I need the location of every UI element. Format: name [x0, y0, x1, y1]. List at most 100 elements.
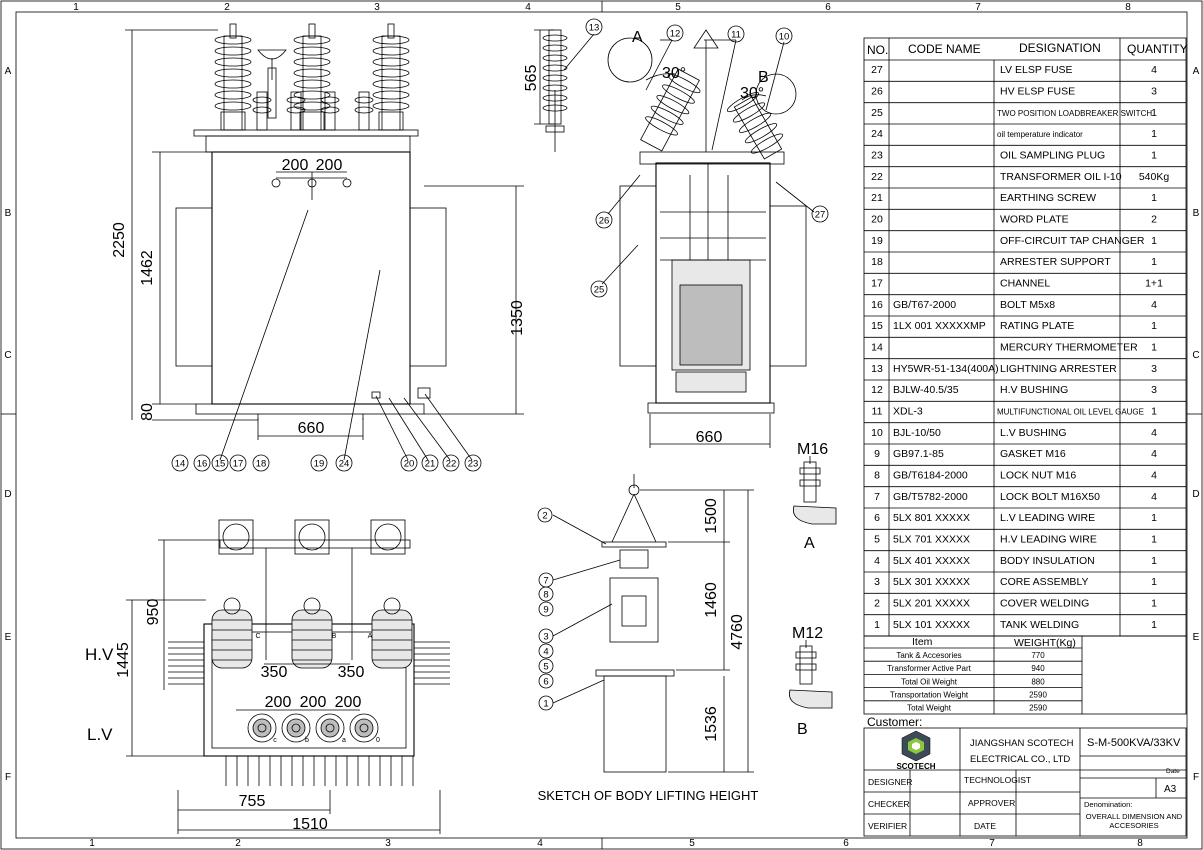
technologist-label: TECHNOLOGIST: [964, 775, 1031, 785]
bom-designation-6: L.V LEADING WIRE: [1000, 512, 1095, 524]
weight-item-2: Total Oil Weight: [901, 677, 958, 686]
dim-front-200-right: 200: [316, 157, 343, 174]
front-callout-circle-19: [310, 454, 328, 472]
side-callout-circle-25: [590, 280, 608, 298]
weight-item-0: Tank & Accesories: [896, 651, 961, 660]
front-callout-circle-24: [335, 454, 353, 472]
bom-designation-11: MULTIFUNCTIONAL OIL LEVEL GAUGE: [997, 408, 1144, 417]
lifting-caption: SKETCH OF BODY LIFTING HEIGHT: [538, 788, 759, 803]
weight-item-1: Transformer Active Part: [887, 664, 972, 673]
dim-front-660: 660: [298, 420, 325, 437]
weight-header-item: Item: [912, 636, 933, 648]
lift-callout-4: 4: [543, 647, 548, 658]
phase-mark-6: 0: [376, 737, 380, 744]
front-callout-circle-23: [464, 454, 482, 472]
grid-col-bottom-4: 4: [537, 838, 543, 849]
front-callout-circle-21: [421, 454, 439, 472]
bom-designation-16: BOLT M5x8: [1000, 299, 1055, 311]
bom-qty-17: 1+1: [1145, 278, 1163, 290]
bom-no-2: 2: [874, 598, 880, 610]
bom-qty-16: 4: [1151, 299, 1157, 311]
front-callout-circle-14: [171, 454, 189, 472]
side-callout-13: 13: [589, 23, 600, 34]
bom-designation-19: OFF-CIRCUIT TAP CHANGER: [1000, 235, 1145, 247]
bom-no-24: 24: [871, 128, 883, 140]
side-callout-circle-27: [811, 205, 829, 223]
bom-no-17: 17: [871, 278, 883, 290]
front-callout-circle-18: [252, 454, 270, 472]
bom-qty-12: 3: [1151, 384, 1157, 396]
grid-col-bottom-7: 7: [989, 838, 995, 849]
front-callout-14: 14: [175, 459, 186, 470]
bom-qty-11: 1: [1151, 406, 1157, 418]
bom-no-8: 8: [874, 470, 880, 482]
lift-callout-8: 8: [543, 590, 548, 601]
bom-qty-24: 1: [1151, 128, 1157, 140]
weight-value-0: 770: [1031, 651, 1045, 660]
bom-code-13: HY5WR-51-134(400A): [893, 363, 999, 375]
bom-designation-14: MERCURY THERMOMETER: [1000, 342, 1138, 354]
bom-no-19: 19: [871, 235, 883, 247]
grid-row-right-C: C: [1192, 350, 1199, 361]
dim-side-565: 565: [523, 65, 540, 92]
grid-row-right-F: F: [1193, 772, 1199, 783]
logo-text: SCOTECH: [896, 762, 935, 771]
dim-front-80: 80: [139, 403, 156, 421]
grid-col-top-3: 3: [374, 2, 380, 13]
grid-col-bottom-2: 2: [235, 838, 241, 849]
detail-a-size: M16: [797, 441, 828, 458]
bom-qty-4: 1: [1151, 555, 1157, 567]
grid-col-top-4: 4: [525, 2, 531, 13]
bom-no-3: 3: [874, 576, 880, 588]
bom-designation-17: CHANNEL: [1000, 278, 1050, 290]
company-line-2: ELECTRICAL CO., LTD: [970, 754, 1070, 765]
bom-designation-13: LIGHTNING ARRESTER: [1000, 363, 1117, 375]
bom-designation-4: BODY INSULATION: [1000, 555, 1095, 567]
bom-code-3: 5LX 301 XXXXX: [893, 576, 970, 588]
bom-qty-5: 1: [1151, 534, 1157, 546]
bom-qty-13: 3: [1151, 363, 1157, 375]
bom-header-code: CODE NAME: [908, 42, 981, 56]
checker-label: CHECKER: [868, 799, 910, 809]
bom-no-26: 26: [871, 86, 883, 98]
side-callout-12: 12: [670, 29, 681, 40]
dim-front-200-left: 200: [282, 157, 309, 174]
title-block: Customer: SCOTECH JIANGSHAN SCOTECH ELEC…: [863, 715, 1187, 837]
view-label-b: B: [758, 69, 769, 86]
dim-front-1350: 1350: [509, 300, 526, 336]
bom-no-1: 1: [874, 619, 880, 631]
bom-no-4: 4: [874, 555, 880, 567]
lift-callout-6: 6: [543, 677, 548, 688]
side-callout-circle-13: [585, 18, 603, 36]
grid-col-top-6: 6: [825, 2, 831, 13]
lift-callout-circle-4: [538, 643, 554, 659]
dim-lift-1536: 1536: [703, 706, 720, 742]
grid-row-left-E: E: [5, 632, 12, 643]
denomination-line-1: OVERALL DIMENSION AND: [1086, 812, 1183, 821]
front-callout-18: 18: [256, 459, 267, 470]
approver-label: APPROVER: [968, 798, 1015, 808]
bom-designation-21: EARTHING SCREW: [1000, 192, 1096, 204]
bom-no-27: 27: [871, 64, 883, 76]
label-lv: L.V: [87, 725, 113, 744]
bom-qty-10: 4: [1151, 427, 1157, 439]
bom-no-16: 16: [871, 299, 883, 311]
bom-designation-23: OIL SAMPLING PLUG: [1000, 150, 1105, 162]
bom-code-11: XDL-3: [893, 406, 923, 418]
bom-qty-21: 1: [1151, 192, 1157, 204]
side-callout-circle-11: [727, 25, 745, 43]
lift-callout-9: 9: [543, 605, 548, 616]
bom-code-15: 1LX 001 XXXXXMP: [893, 320, 986, 332]
bom-qty-22: 540Kg: [1139, 171, 1170, 183]
lift-callout-circle-6: [538, 673, 554, 689]
phase-mark-5: a: [342, 737, 346, 744]
front-callout-23: 23: [468, 459, 479, 470]
weight-header-weight: WEIGHT(Kg): [1014, 637, 1076, 649]
bom-qty-1: 1: [1151, 619, 1157, 631]
bom-header-quantity: QUANTITY: [1127, 42, 1188, 56]
phase-mark-1: B: [332, 633, 337, 640]
bom-qty-25: 1: [1151, 107, 1157, 119]
